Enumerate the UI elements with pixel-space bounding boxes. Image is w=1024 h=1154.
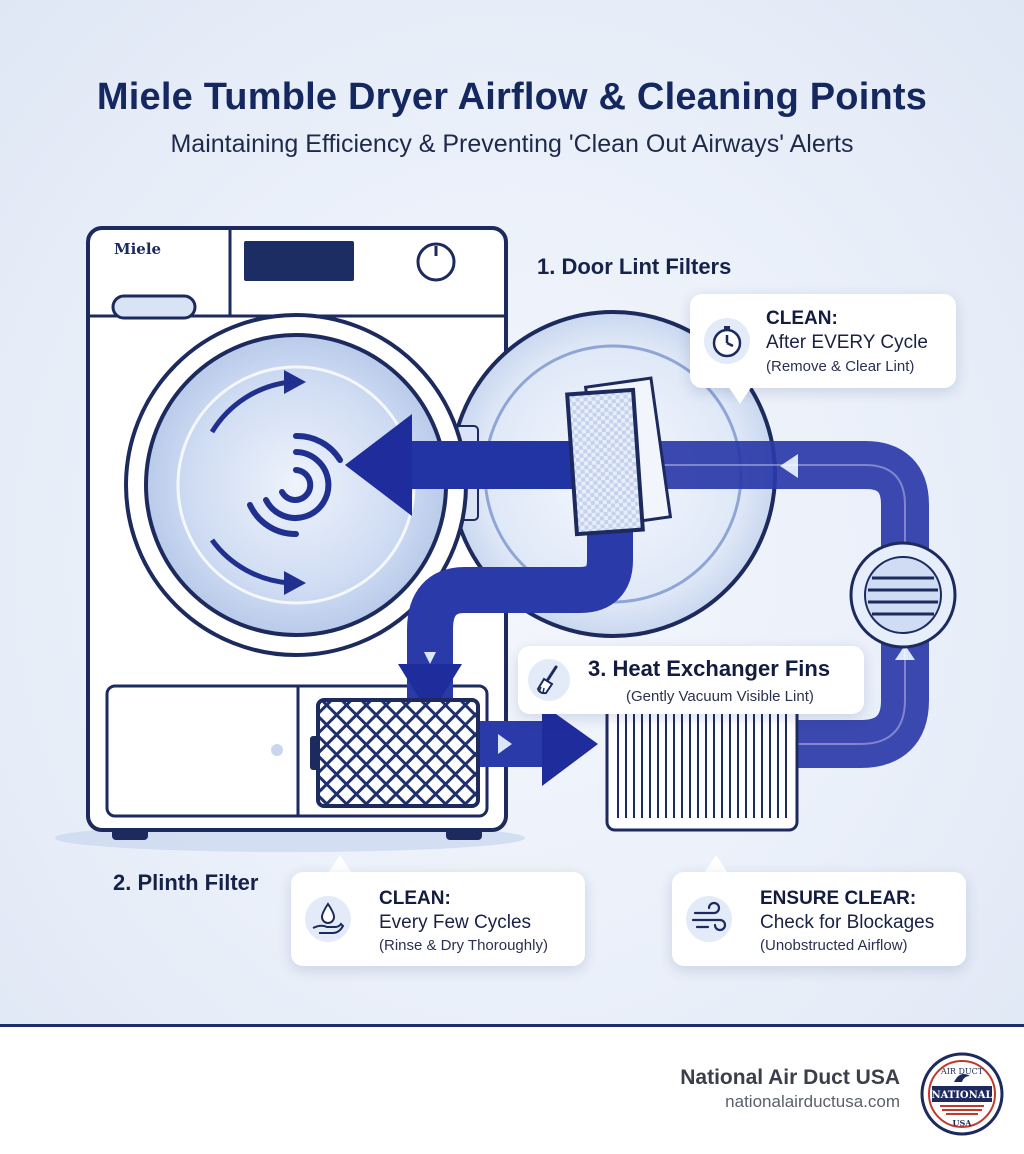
heat-exchanger-callout: 3. Heat Exchanger Fins (Gently Vacuum Vi…	[518, 646, 864, 714]
page-title: Miele Tumble Dryer Airflow & Cleaning Po…	[96, 76, 928, 118]
plinth-filter-label: 2. Plinth Filter	[113, 870, 259, 895]
door-card-main: After EVERY Cycle	[766, 332, 928, 353]
plinth-card-main: Every Few Cycles	[379, 912, 532, 933]
door-filters-label: 1. Door Lint Filters	[537, 254, 732, 279]
control-display	[244, 241, 354, 281]
footer-url[interactable]: nationalairductusa.com	[725, 1092, 900, 1111]
door-card-pointer	[728, 386, 752, 404]
logo-top-text: AIR DUCT	[940, 1067, 984, 1076]
airflow-arrow-right	[542, 704, 598, 786]
water-hand-icon	[305, 896, 351, 942]
plinth-filter	[310, 698, 480, 808]
heat-exchanger-note: (Gently Vacuum Visible Lint)	[626, 688, 814, 705]
infographic-canvas: Miele Tumble Dryer Airflow & Cleaning Po…	[0, 0, 1024, 1025]
heat-exchanger	[605, 698, 799, 832]
airflow-card-main: Check for Blockages	[760, 912, 935, 933]
dryer-airflow-diagram: Miele	[55, 226, 957, 852]
airflow-card-pointer	[704, 855, 728, 873]
airflow-card-heading: ENSURE CLEAR:	[760, 888, 917, 909]
brush-icon	[528, 659, 570, 701]
airflow-vent	[849, 541, 957, 649]
program-dial	[416, 242, 456, 282]
footer-brand: National Air Duct USA	[680, 1066, 900, 1089]
door-lint-filters	[565, 376, 673, 537]
wind-icon	[686, 896, 732, 942]
logo-bottom-text: USA	[953, 1118, 973, 1128]
plinth-filter-card: CLEAN: Every Few Cycles (Rinse & Dry Tho…	[291, 872, 585, 966]
door-filter-card: CLEAN: After EVERY Cycle (Remove & Clear…	[690, 294, 956, 388]
footer-divider	[0, 1024, 1024, 1027]
airflow-card: ENSURE CLEAR: Check for Blockages (Unobs…	[672, 872, 966, 966]
heat-exchanger-label: 3. Heat Exchanger Fins	[588, 656, 831, 681]
door-card-note: (Remove & Clear Lint)	[766, 358, 915, 375]
national-air-duct-logo: AIR DUCT NATIONAL USA	[920, 1052, 1004, 1136]
dryer-brand-label: Miele	[114, 240, 161, 258]
airflow-arrow-down	[398, 664, 462, 716]
logo-middle-text: NATIONAL	[931, 1090, 992, 1101]
plinth-card-note: (Rinse & Dry Thoroughly)	[379, 937, 548, 954]
airflow-arrow-left	[345, 414, 412, 516]
stopwatch-icon	[704, 318, 750, 364]
plinth-card-pointer	[328, 855, 352, 873]
airflow-card-note: (Unobstructed Airflow)	[760, 937, 908, 954]
swirl-icon	[247, 432, 343, 538]
page-subtitle: Maintaining Efficiency & Preventing 'Cle…	[170, 130, 854, 158]
door-card-heading: CLEAN:	[766, 308, 838, 329]
dryer-drum	[124, 313, 468, 657]
plinth-card-heading: CLEAN:	[379, 888, 451, 909]
drawer-handle	[111, 294, 197, 320]
